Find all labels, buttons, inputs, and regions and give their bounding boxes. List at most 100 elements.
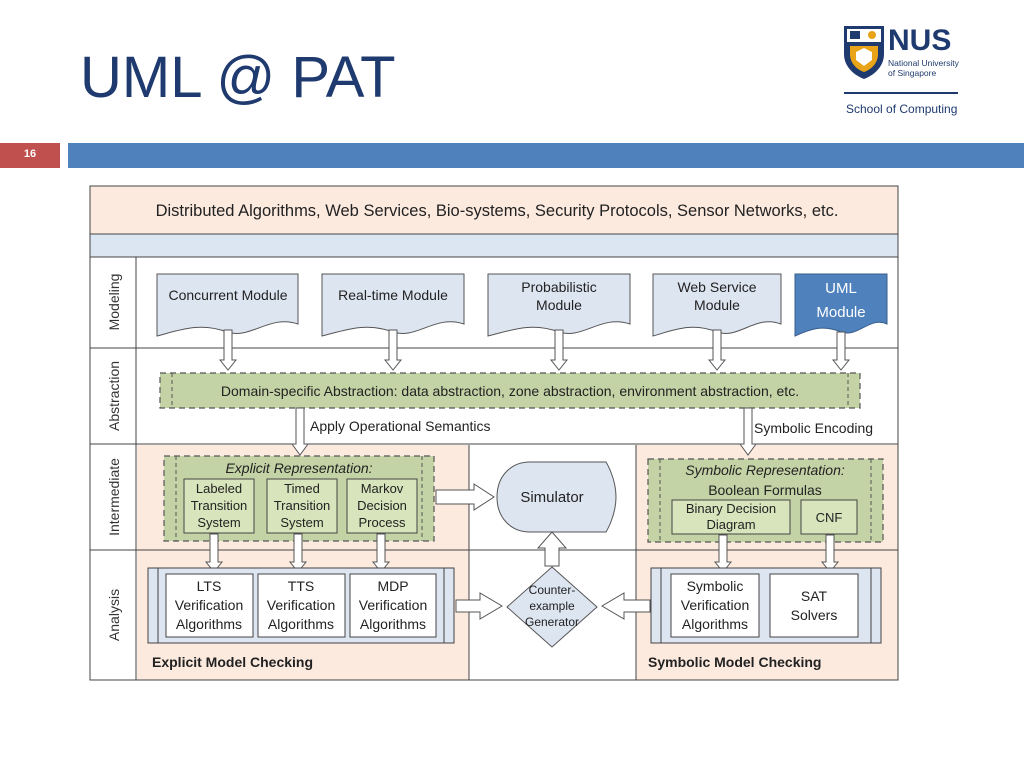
- lts-line-1: Labeled: [196, 481, 242, 496]
- mdp-line-1: Markov: [361, 481, 404, 496]
- box-tts-verification: TTS Verification Algorithms: [257, 573, 346, 638]
- arrow-lts-down: [204, 533, 224, 573]
- symbolic-verification-line-3: Algorithms: [682, 616, 748, 632]
- symbolic-verification-line-2: Verification: [681, 597, 749, 613]
- arrow-mdp-down: [371, 533, 391, 573]
- module-webservice-label-2: Module: [694, 297, 740, 313]
- symbolic-title: Symbolic Representation:: [685, 462, 845, 478]
- symbolic-verification-line-1: Symbolic: [687, 578, 744, 594]
- box-mdp-verification: MDP Verification Algorithms: [349, 573, 437, 638]
- arrow-probabilistic-down: [549, 329, 569, 371]
- slide-number: 16: [23, 148, 37, 160]
- logo-divider: [844, 92, 958, 94]
- lts-line-2: Transition: [191, 498, 248, 513]
- mdp-line-3: Process: [359, 515, 406, 530]
- apply-semantics-label: Apply Operational Semantics: [310, 418, 491, 434]
- logo-name: NUS: [888, 24, 952, 57]
- sat-line-2: Solvers: [791, 607, 838, 623]
- symbolic-encoding-label: Symbolic Encoding: [754, 420, 873, 436]
- arrow-concurrent-down: [218, 329, 238, 371]
- explicit-model-checking-label: Explicit Model Checking: [152, 654, 313, 670]
- tts-verification-line-2: Verification: [267, 597, 335, 613]
- lts-verification-line-1: LTS: [197, 578, 222, 594]
- logo-school: School of Computing: [846, 102, 958, 116]
- module-concurrent: Concurrent Module: [156, 273, 299, 337]
- simulator-label: Simulator: [520, 489, 583, 506]
- module-uml-label-2: Module: [816, 304, 865, 321]
- sat-line-1: SAT: [801, 588, 828, 604]
- layer-label-intermediate: Intermediate: [106, 458, 122, 536]
- arrow-explicit-to-counterexample: [455, 592, 503, 620]
- box-lts: Labeled Transition System: [183, 478, 255, 534]
- tts-line-1: Timed: [284, 481, 320, 496]
- box-tts: Timed Transition System: [266, 478, 338, 534]
- module-webservice: Web Service Module: [652, 273, 782, 337]
- arrow-apply-semantics: [291, 407, 309, 456]
- module-probabilistic-label-1: Probabilistic: [521, 279, 596, 295]
- counterexample-generator: Counter- example Generator: [506, 566, 598, 648]
- slide-title: UML @ PAT: [80, 45, 396, 110]
- arrows-modeling-to-abstraction: [218, 329, 851, 371]
- arrow-cnf-down: [820, 534, 840, 573]
- domains-text: Distributed Algorithms, Web Services, Bi…: [156, 202, 839, 220]
- arrows-intermediate-to-analysis: [204, 533, 840, 573]
- counterexample-line-1: Counter-: [529, 583, 576, 597]
- symbolic-model-checking-label: Symbolic Model Checking: [648, 654, 821, 670]
- module-probabilistic-label-2: Module: [536, 297, 582, 313]
- separator-strip: [89, 233, 899, 258]
- module-uml: UML Module: [794, 273, 888, 337]
- arrow-symbolic-encoding: [739, 407, 757, 456]
- diagram-frame-outline: [89, 185, 899, 681]
- simulator-node: Simulator: [496, 461, 617, 533]
- lts-verification-line-2: Verification: [175, 597, 243, 613]
- arrow-uml-down: [831, 331, 851, 371]
- module-concurrent-label: Concurrent Module: [168, 287, 287, 303]
- arrow-bdd-down: [713, 534, 733, 573]
- explicit-title: Explicit Representation:: [225, 460, 372, 476]
- tts-line-2: Transition: [274, 498, 331, 513]
- arrow-counterexample-to-simulator: [536, 531, 568, 567]
- arrow-tts-down: [288, 533, 308, 573]
- nus-crest-icon: [844, 26, 884, 79]
- counterexample-line-3: Generator: [525, 615, 579, 629]
- arrow-explicit-to-simulator: [435, 483, 495, 511]
- module-uml-label-1: UML: [825, 280, 857, 297]
- bdd-line-2: Diagram: [706, 517, 755, 532]
- tts-line-3: System: [280, 515, 323, 530]
- bdd-line-1: Binary Decision: [686, 501, 776, 516]
- module-realtime-label: Real-time Module: [338, 287, 448, 303]
- mdp-verification-line-2: Verification: [359, 597, 427, 613]
- box-mdp: Markov Decision Process: [346, 478, 418, 534]
- logo-subtitle-line2: of Singapore: [888, 68, 937, 78]
- arrow-webservice-down: [707, 329, 727, 371]
- tts-verification-line-3: Algorithms: [268, 616, 334, 632]
- box-symbolic-verification: Symbolic Verification Algorithms: [670, 573, 760, 638]
- abstraction-box: [159, 372, 861, 409]
- nus-logo: NUS National University of Singapore Sch…: [840, 22, 960, 122]
- module-webservice-label-1: Web Service: [677, 279, 756, 295]
- box-bdd: Binary Decision Diagram: [671, 499, 791, 535]
- lts-line-3: System: [197, 515, 240, 530]
- arrow-symbolic-to-counterexample: [601, 592, 651, 620]
- module-probabilistic: Probabilistic Module: [487, 273, 631, 337]
- counterexample-line-2: example: [529, 599, 575, 613]
- layer-label-modeling: Modeling: [106, 274, 122, 331]
- module-realtime: Real-time Module: [321, 273, 465, 337]
- symbolic-subtitle: Boolean Formulas: [708, 482, 822, 498]
- arrow-realtime-down: [383, 329, 403, 371]
- logo-subtitle: National University of Singapore: [888, 58, 959, 78]
- box-lts-verification: LTS Verification Algorithms: [165, 573, 254, 638]
- slide-header-bar: [68, 143, 1024, 168]
- lts-verification-line-3: Algorithms: [176, 616, 242, 632]
- tts-verification-line-1: TTS: [288, 578, 314, 594]
- layer-label-analysis: Analysis: [106, 589, 122, 641]
- mdp-verification-line-3: Algorithms: [360, 616, 426, 632]
- layer-label-abstraction: Abstraction: [106, 361, 122, 431]
- mdp-line-2: Decision: [357, 498, 407, 513]
- mdp-verification-line-1: MDP: [377, 578, 408, 594]
- slide-number-badge: 16: [0, 143, 60, 168]
- cnf-label: CNF: [816, 510, 843, 525]
- logo-subtitle-line1: National University: [888, 58, 959, 68]
- abstraction-text: Domain-specific Abstraction: data abstra…: [221, 383, 799, 399]
